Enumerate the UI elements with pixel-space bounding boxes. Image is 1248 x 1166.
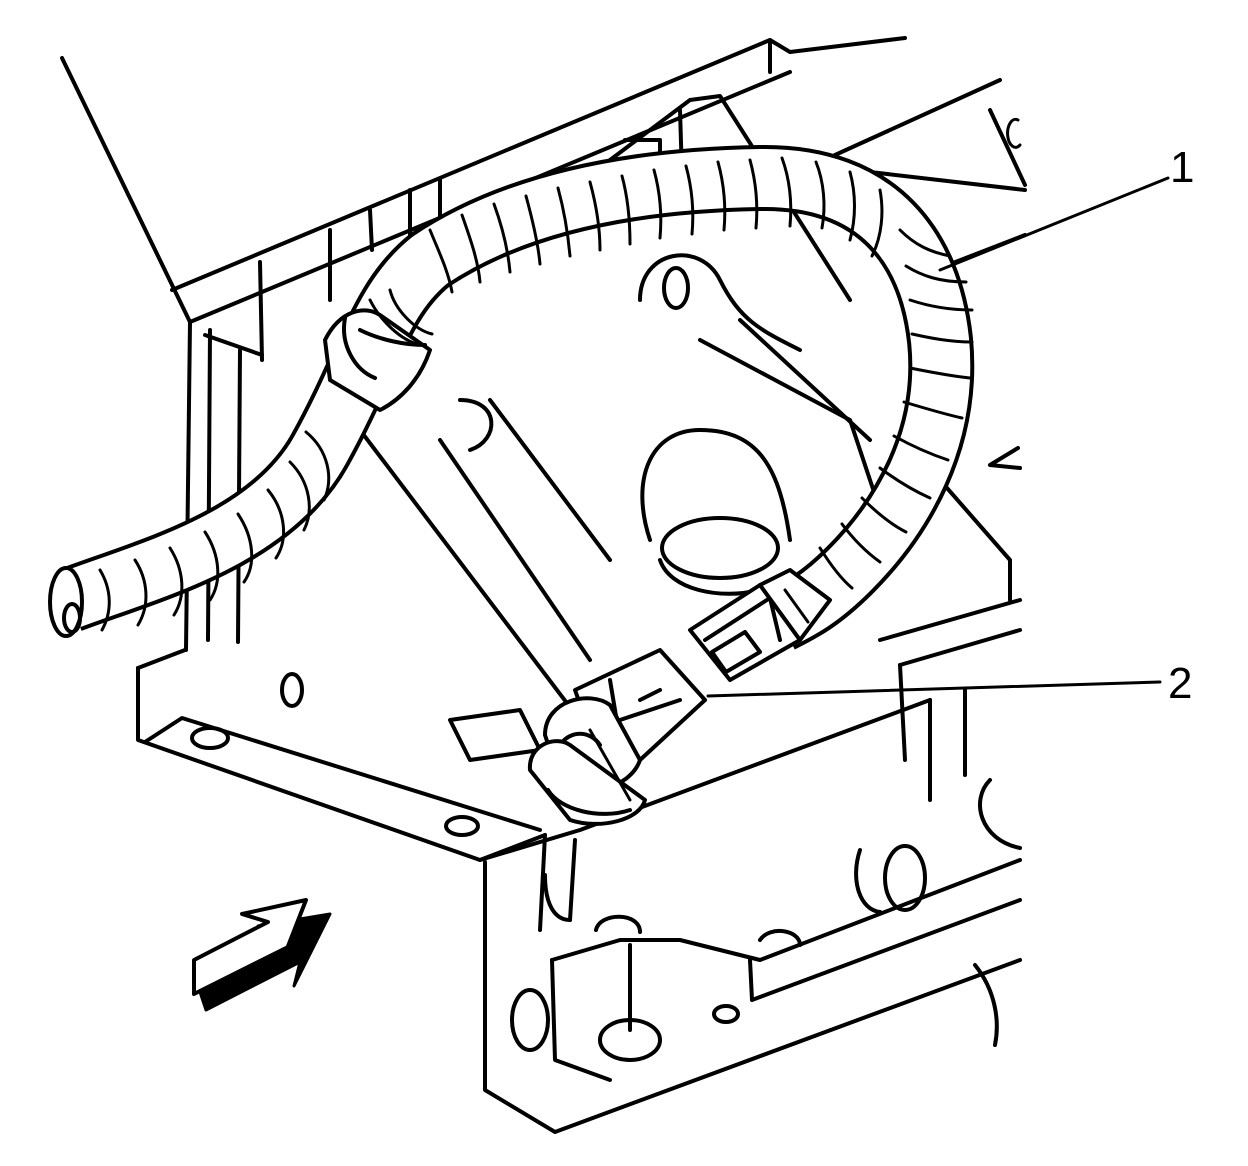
callout-1-label: 1 — [1170, 143, 1194, 192]
sensor-connector — [527, 648, 707, 826]
callout-2-label: 2 — [1168, 659, 1192, 708]
callout-2-leader — [706, 680, 1162, 698]
callout-1-leader — [938, 176, 1170, 272]
view-direction-arrow-icon — [192, 898, 332, 1012]
callout-leaders — [706, 176, 1170, 698]
engine-block — [60, 36, 1027, 1134]
wiring-harness — [48, 144, 975, 650]
harness-connector — [688, 568, 832, 682]
